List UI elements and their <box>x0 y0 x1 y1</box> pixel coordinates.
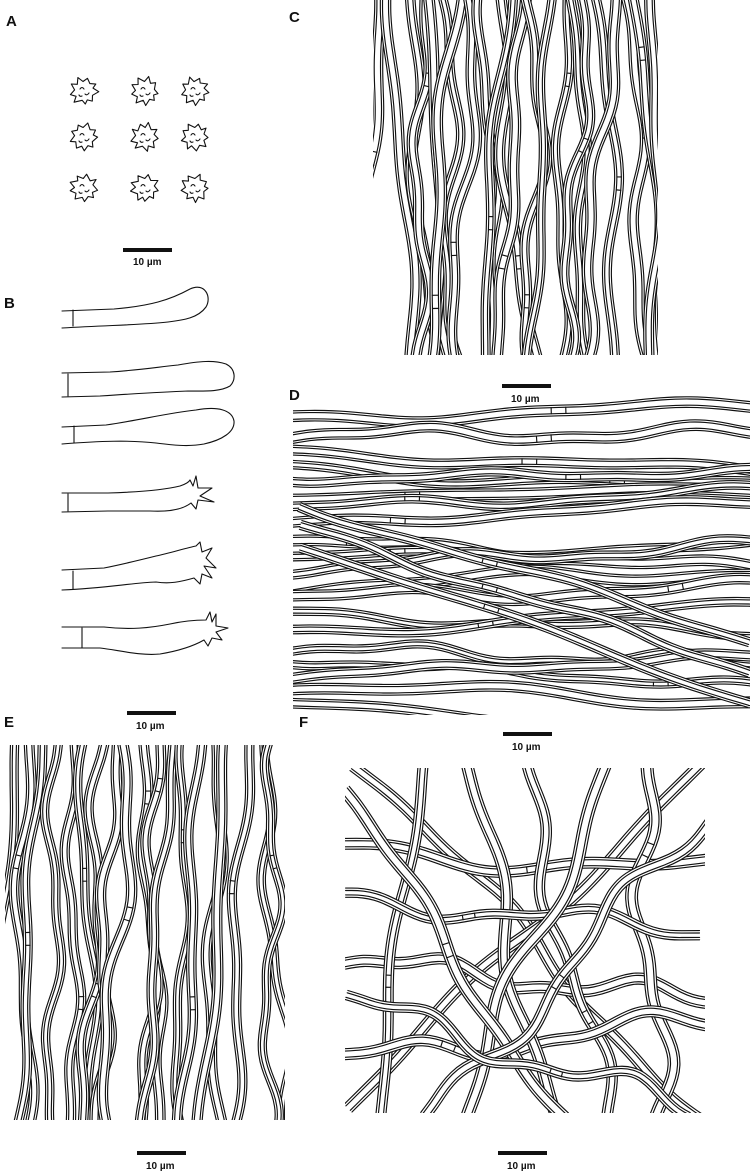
hypha <box>226 745 256 1120</box>
basidium-1 <box>61 475 215 513</box>
panel-e-hyphae <box>5 745 285 1120</box>
hypha <box>298 520 750 678</box>
hypha <box>559 0 596 355</box>
scale-bar-d-label: 10 µm <box>512 742 541 753</box>
basidiole-2 <box>61 360 235 398</box>
spore <box>130 121 159 152</box>
panel-label-d: D <box>289 387 300 404</box>
scale-bar-e: 10 µm 10 µm <box>127 711 186 1172</box>
panel-b-basidia <box>61 286 235 655</box>
panel-a-spores <box>69 75 210 204</box>
hypha <box>293 444 750 477</box>
hypha <box>191 745 228 1120</box>
hypha <box>293 679 750 711</box>
spore <box>131 75 159 107</box>
hypha <box>446 0 483 355</box>
hypha <box>461 768 562 1113</box>
hypha <box>345 989 691 1113</box>
hypha <box>96 745 138 1120</box>
hypha <box>298 542 750 708</box>
hypha <box>293 495 750 528</box>
hypha <box>581 0 623 355</box>
hypha <box>293 462 750 488</box>
scale-bar-f-label: 10 µm <box>507 1161 536 1172</box>
basidium-2 <box>61 541 217 591</box>
scale-bar-a: 10 µm <box>123 248 172 268</box>
hypha <box>522 768 618 1113</box>
basidiole-3 <box>61 407 235 447</box>
hypha <box>293 419 750 446</box>
panel-label-a: A <box>6 13 17 30</box>
panel-c-hyphae <box>373 0 658 355</box>
hypha <box>5 745 20 925</box>
hypha <box>257 745 285 1120</box>
panel-label-c: C <box>289 9 300 26</box>
spore <box>181 76 210 107</box>
hypha <box>373 0 386 179</box>
panel-label-e: E <box>4 714 14 731</box>
panel-label-f: F <box>299 714 308 731</box>
scale-bar-f: 10 µm <box>498 1151 547 1172</box>
hypha <box>375 768 429 1113</box>
spore <box>129 174 159 202</box>
hypha <box>591 0 625 355</box>
basidiole-1 <box>61 286 209 329</box>
hypha <box>171 745 208 1120</box>
hypha <box>293 396 750 429</box>
scale-bar-e-bottom-label: 10 µm <box>146 1161 175 1172</box>
hypha <box>345 887 701 941</box>
hypha <box>134 745 179 1120</box>
hypha <box>39 745 67 1120</box>
hypha <box>625 768 681 1113</box>
spore <box>69 122 99 152</box>
scale-bar-a-label: 10 µm <box>133 257 162 268</box>
spore <box>69 173 99 203</box>
hypha <box>72 745 104 1120</box>
hypha <box>379 0 422 355</box>
hypha <box>297 502 750 648</box>
scale-bar-c: 10 µm <box>502 384 551 405</box>
hypha <box>293 697 489 715</box>
hypha <box>427 0 469 355</box>
panel-label-b: B <box>4 295 15 312</box>
scale-bar-d: 10 µm <box>503 732 552 753</box>
spore <box>69 77 100 105</box>
panel-d-hyphae <box>293 396 750 715</box>
basidium-3 <box>61 611 229 655</box>
hypha <box>521 0 557 355</box>
hypha <box>643 0 658 355</box>
scale-bar-e-label: 10 µm <box>136 721 165 732</box>
scale-bar-c-label: 10 µm <box>511 394 540 405</box>
panel-f-hyphae <box>345 768 705 1113</box>
hypha <box>491 0 532 355</box>
spore <box>180 123 209 152</box>
spore <box>180 173 209 204</box>
